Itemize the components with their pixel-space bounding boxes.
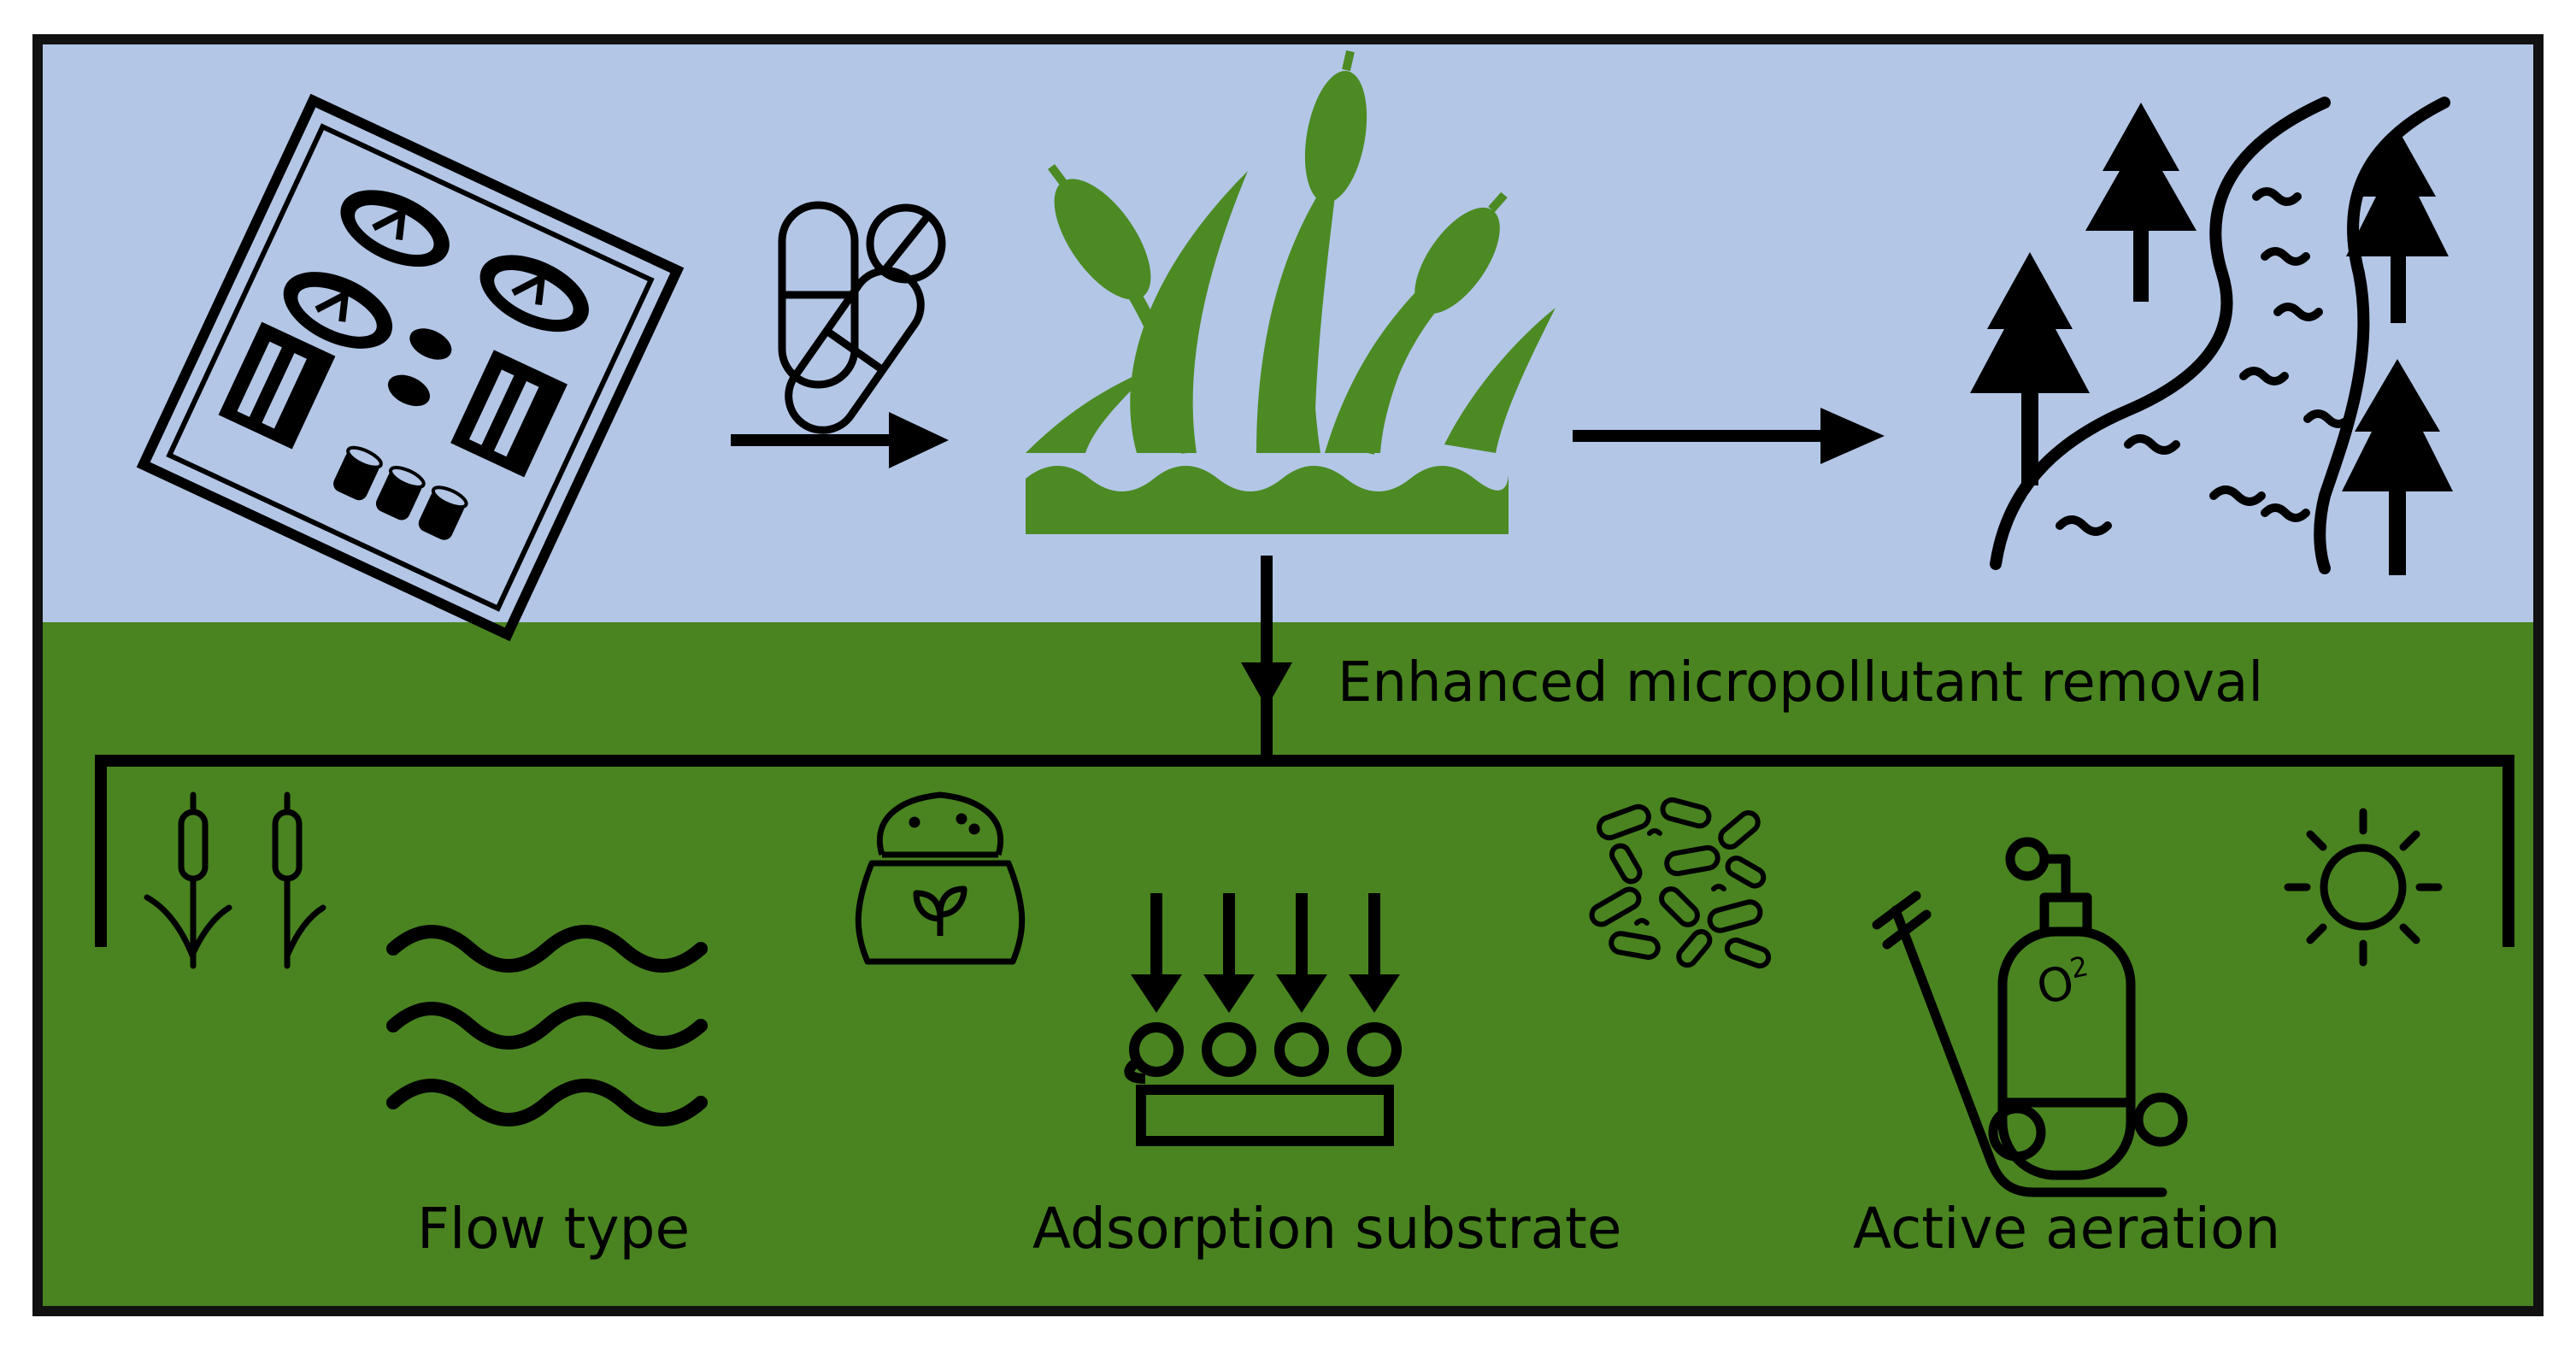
active-aeration-label: Active aeration [1853, 1196, 2280, 1262]
arrow-to-river [1573, 408, 1885, 464]
connector-arrow [1241, 556, 1292, 765]
flow-type-label: Flow type [417, 1196, 690, 1262]
wavy-flow-icon [386, 925, 708, 1127]
arrow-to-wetland [731, 412, 949, 468]
cattail-wetland-icon [1026, 50, 1556, 534]
bacteria-icon [1589, 797, 1772, 969]
adsorption-arrows-icon [1124, 893, 1402, 1146]
soil-bag-icon [855, 791, 1026, 965]
enhanced-removal-label: Enhanced micropollutant removal [1338, 651, 2263, 715]
outer-border [32, 34, 2544, 1316]
category-bracket [95, 755, 2514, 947]
sun-icon [2284, 808, 2443, 967]
pills-capsule-icon [778, 201, 946, 434]
oxygen-cylinder-icon [1872, 837, 2188, 1197]
cattail-plants-icon [144, 791, 326, 969]
adsorption-substrate-label: Adsorption substrate [1032, 1196, 1622, 1262]
industrial-control-panel-icon [136, 93, 685, 642]
river-forest-icon [1970, 97, 2453, 575]
